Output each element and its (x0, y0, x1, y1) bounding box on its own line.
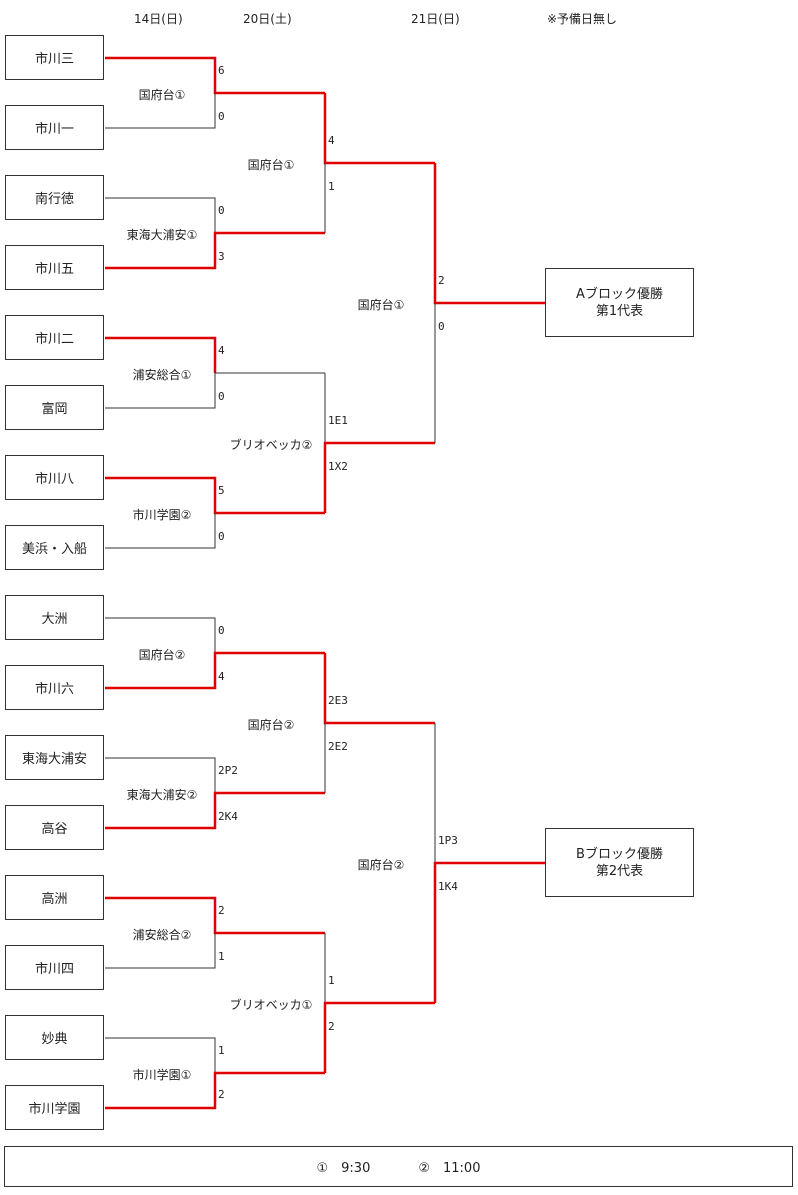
match-score: 2 (218, 1088, 225, 1101)
match-venue: 国府台① (138, 88, 186, 102)
team-box: 美浜・入船 (5, 525, 104, 570)
match-score: 1K4 (438, 880, 458, 893)
bracket-line (105, 617, 216, 653)
match-score: 2E3 (328, 694, 348, 707)
bracket-line (105, 933, 216, 969)
match-score: 1 (218, 950, 225, 963)
bracket-line (105, 1037, 216, 1073)
time-slot-2: ② 11:00 (418, 1161, 481, 1176)
match-score: 3 (218, 250, 225, 263)
team-box: 市川三 (5, 35, 104, 80)
match-score: 4 (328, 134, 335, 147)
champion-subtitle: 第2代表 (595, 863, 644, 879)
match-score: 1P3 (438, 834, 458, 847)
match-score: 6 (218, 64, 225, 77)
header-day-1: 14日(日) (134, 12, 183, 26)
team-box: 市川四 (5, 945, 104, 990)
match-venue: 国府台② (357, 858, 405, 872)
team-box: 市川二 (5, 315, 104, 360)
bracket-line (105, 476, 325, 515)
team-box: 南行徳 (5, 175, 104, 220)
match-venue: 市川学園① (132, 1068, 192, 1082)
match-venue: ブリオベッカ② (229, 438, 313, 452)
match-score: 0 (218, 624, 225, 637)
bracket-line (105, 336, 217, 373)
match-score: 1 (328, 180, 335, 193)
bracket-line (105, 791, 325, 830)
match-venue: 国府台② (247, 718, 295, 732)
team-box: 東海大浦安 (5, 735, 104, 780)
match-venue: 市川学園② (132, 508, 192, 522)
bracket-line (323, 441, 435, 513)
bracket-line (105, 513, 216, 549)
header-day-3: 21日(日) (411, 12, 460, 26)
match-venue: 浦安総合① (132, 368, 192, 382)
header-day-2: 20日(土) (243, 12, 292, 26)
match-score: 1 (328, 974, 335, 987)
team-box: 高谷 (5, 805, 104, 850)
bracket-line (105, 757, 216, 793)
match-venue: 国府台① (357, 298, 405, 312)
match-score: 2 (218, 904, 225, 917)
champion-box-a: Aブロック優勝 第1代表 (545, 268, 694, 337)
bracket-line (323, 1001, 435, 1073)
team-box: 市川一 (5, 105, 104, 150)
match-score: 2 (438, 274, 445, 287)
match-score: 0 (218, 390, 225, 403)
team-box: 市川六 (5, 665, 104, 710)
bracket-line (105, 1071, 325, 1110)
header-note: ※予備日無し (547, 12, 618, 26)
match-score: 2P2 (218, 764, 238, 777)
team-box: 大洲 (5, 595, 104, 640)
match-venue: 国府台① (247, 158, 295, 172)
match-venue: 国府台② (138, 648, 186, 662)
bracket-line (433, 163, 545, 305)
bracket-line (105, 896, 325, 935)
match-score: 2K4 (218, 810, 238, 823)
match-score: 2 (328, 1020, 335, 1033)
match-score: 1E1 (328, 414, 348, 427)
match-score: 4 (218, 670, 225, 683)
match-score: 1 (218, 1044, 225, 1057)
match-score: 4 (218, 344, 225, 357)
bracket-line (433, 861, 545, 1003)
team-box: 妙典 (5, 1015, 104, 1060)
team-box: 富岡 (5, 385, 104, 430)
champion-box-b: Bブロック優勝 第2代表 (545, 828, 694, 897)
match-venue: 浦安総合② (132, 928, 192, 942)
time-slot-1: ① 9:30 (316, 1161, 371, 1176)
match-venue: 東海大浦安① (126, 228, 198, 242)
match-score: 5 (218, 484, 225, 497)
team-box: 市川八 (5, 455, 104, 500)
team-box: 市川五 (5, 245, 104, 290)
bracket-line (105, 93, 216, 129)
match-score: 0 (218, 204, 225, 217)
bracket-line (105, 56, 325, 95)
bracket-line (105, 231, 325, 270)
bracket-line (105, 197, 216, 233)
bracket-line (105, 372, 325, 409)
match-score: 2E2 (328, 740, 348, 753)
match-venue: ブリオベッカ① (229, 998, 313, 1012)
match-score: 0 (438, 320, 445, 333)
team-box: 高洲 (5, 875, 104, 920)
match-score: 0 (218, 110, 225, 123)
team-box: 市川学園 (5, 1085, 104, 1130)
bracket-line (105, 651, 325, 690)
champion-title: Aブロック優勝 (576, 286, 663, 302)
bracket-line (323, 653, 435, 725)
champion-subtitle: 第1代表 (595, 303, 644, 319)
match-venue: 東海大浦安② (126, 788, 198, 802)
match-score: 1X2 (328, 460, 348, 473)
time-legend: ① 9:30 ② 11:00 (4, 1146, 793, 1187)
bracket-line (323, 93, 435, 165)
champion-title: Bブロック優勝 (576, 846, 663, 862)
match-score: 0 (218, 530, 225, 543)
